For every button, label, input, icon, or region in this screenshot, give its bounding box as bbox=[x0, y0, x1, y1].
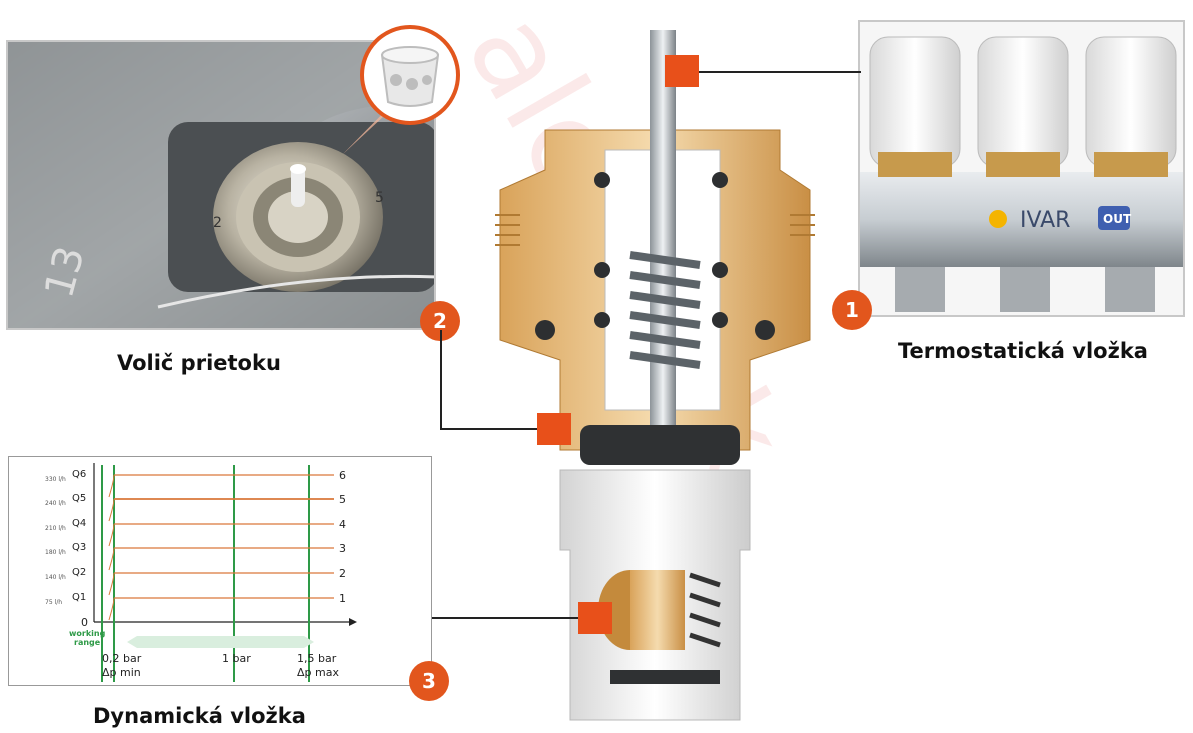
y-tick-q2: Q2 bbox=[72, 567, 86, 578]
series-curve-q4 bbox=[108, 523, 115, 547]
working-range-label-2: range bbox=[74, 638, 101, 647]
series-curve-q1 bbox=[108, 597, 115, 621]
svg-text:IVAR: IVAR bbox=[1020, 208, 1070, 233]
caption-dynamic: Dynamická vložka bbox=[93, 704, 306, 728]
svg-text:OUT: OUT bbox=[1103, 212, 1132, 226]
valve-cutaway bbox=[495, 30, 815, 721]
right-tick-1: 1 bbox=[339, 592, 346, 605]
leader-1 bbox=[699, 71, 861, 73]
manifold-illustration: IVAR OUT bbox=[860, 22, 1183, 315]
badge-1: 1 bbox=[832, 290, 872, 330]
leader-2-v bbox=[440, 330, 442, 430]
series-curve-q2 bbox=[108, 572, 115, 596]
y-tick-q1: Q1 bbox=[72, 592, 86, 603]
flow-pressure-chart: Q6 330 l/h 6Q5 240 l/h 5Q4 210 l/h 4Q3 180 l/h 3… bbox=[45, 463, 357, 682]
y-tick-sub-q3: 180 l/h bbox=[45, 549, 66, 556]
marker-flow-selector bbox=[537, 413, 571, 445]
y-tick-sub-q6: 330 l/h bbox=[45, 476, 66, 483]
x-tick-0: 0,2 bar bbox=[102, 652, 142, 665]
leader-2-h bbox=[440, 428, 537, 430]
flow-insert-icon bbox=[380, 46, 440, 107]
badge-3: 3 bbox=[409, 661, 449, 701]
y-tick-sub-q2: 140 l/h bbox=[45, 574, 66, 581]
x-tick-sub-0: Δp min bbox=[102, 666, 141, 679]
outlet-fittings bbox=[895, 267, 1155, 312]
marker-dynamic bbox=[578, 602, 612, 634]
marker-thermostatic bbox=[665, 55, 699, 87]
dial-digit-2: 2 bbox=[213, 215, 222, 231]
caption-thermostatic: Termostatická vložka bbox=[898, 339, 1148, 363]
right-tick-5: 5 bbox=[339, 493, 346, 506]
x-axis-arrow bbox=[349, 618, 357, 626]
series-curve-q3 bbox=[108, 547, 115, 571]
x-tick-sub-2: Δp max bbox=[297, 666, 339, 679]
right-tick-2: 2 bbox=[339, 567, 346, 580]
working-range-label-1: working bbox=[69, 629, 106, 638]
caption-flow-selector: Volič prietoku bbox=[117, 351, 281, 375]
y-tick-sub-q5: 240 l/h bbox=[45, 500, 66, 507]
series-curve-q5 bbox=[108, 498, 115, 522]
right-tick-3: 3 bbox=[339, 542, 346, 555]
working-range-arrow bbox=[127, 636, 314, 648]
thermostatic-photo: IVAR OUT bbox=[858, 20, 1185, 317]
y-zero-label: 0 bbox=[81, 616, 88, 629]
ivar-logo: IVAR OUT bbox=[989, 206, 1132, 233]
right-tick-6: 6 bbox=[339, 469, 346, 482]
thermostatic-heads bbox=[869, 36, 1177, 177]
y-tick-q4: Q4 bbox=[72, 518, 86, 529]
y-tick-q5: Q5 bbox=[72, 493, 86, 504]
y-tick-sub-q1: 75 l/h bbox=[45, 599, 62, 606]
y-tick-sub-q4: 210 l/h bbox=[45, 525, 66, 532]
flow-selector-illustration: 5 2 13 bbox=[8, 42, 434, 328]
x-tick-1: 1 bar bbox=[222, 652, 251, 665]
y-tick-q6: Q6 bbox=[72, 469, 86, 480]
series-curve-q6 bbox=[108, 474, 115, 498]
leader-3 bbox=[432, 617, 578, 619]
right-tick-4: 4 bbox=[339, 518, 346, 531]
dial-digit-5: 5 bbox=[375, 190, 384, 206]
y-tick-q3: Q3 bbox=[72, 542, 86, 553]
insert-callout bbox=[342, 25, 460, 155]
x-tick-2: 1,5 bar bbox=[297, 652, 337, 665]
